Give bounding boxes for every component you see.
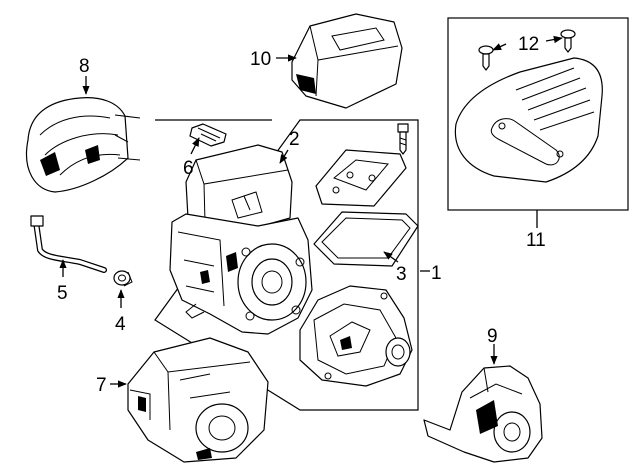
callout-10: 10 — [250, 49, 271, 70]
rear-housing-part — [127, 337, 269, 463]
cover-frame — [447, 17, 629, 211]
shield-plate-part — [26, 97, 141, 193]
transmission-case-part — [299, 285, 413, 387]
gasket-part — [313, 211, 419, 267]
callout-4: 4 — [115, 314, 126, 335]
callout-3: 3 — [396, 264, 407, 285]
motor-assembly-part — [169, 144, 313, 335]
bolt-part — [397, 123, 409, 155]
callout-6: 6 — [183, 158, 194, 179]
bracket-part — [189, 123, 227, 147]
callout-9: 9 — [487, 326, 498, 347]
callout-2: 2 — [289, 129, 300, 150]
callout-8: 8 — [79, 56, 90, 77]
callout-11: 11 — [526, 230, 546, 251]
valve-plate-part — [315, 149, 407, 207]
plug-part — [113, 270, 133, 287]
callout-5: 5 — [57, 283, 68, 304]
callout-1: 1 — [431, 263, 442, 284]
end-cover-part — [423, 365, 543, 463]
upper-cover-part — [291, 13, 403, 109]
engine-cover-part — [454, 57, 603, 183]
hose-part — [30, 215, 107, 273]
callout-12: 12 — [518, 34, 539, 55]
callout-7: 7 — [96, 375, 107, 396]
fastener-part — [478, 29, 576, 71]
